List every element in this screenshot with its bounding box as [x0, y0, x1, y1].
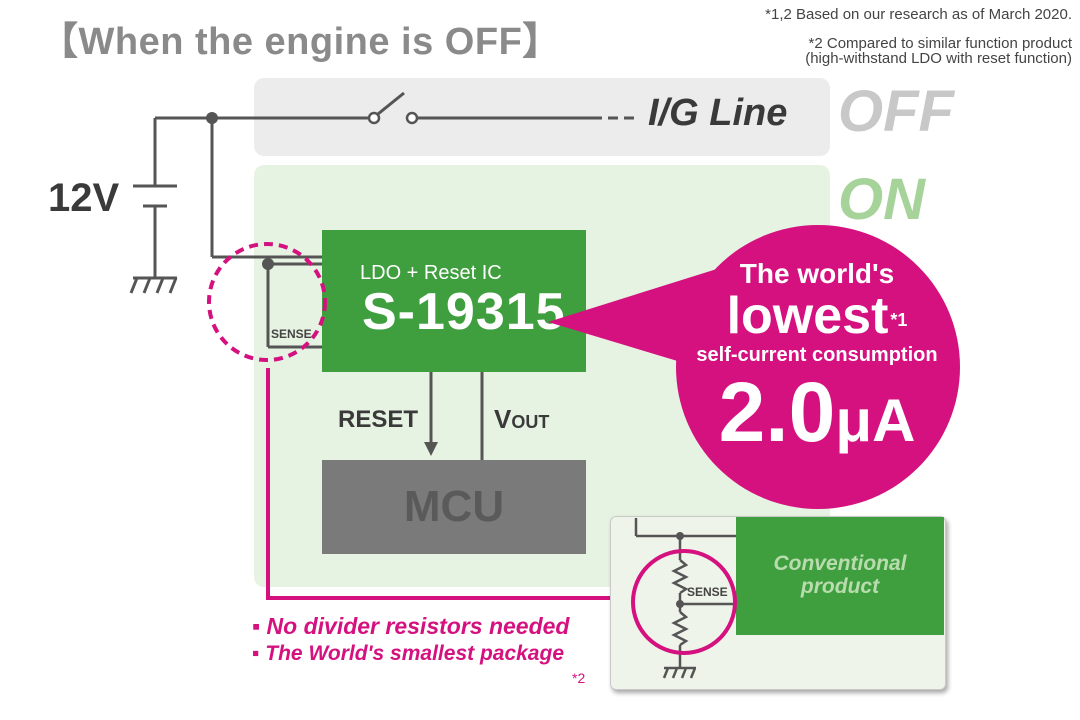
off-state-label: OFF — [838, 79, 954, 144]
speech-bubble — [676, 225, 960, 509]
conventional-sense-label: SENSE — [687, 585, 728, 599]
conventional-label-line-1: Conventional — [773, 552, 907, 575]
mcu-block — [322, 460, 586, 554]
footnote-line-2: *2 Compared to similar function product — [808, 35, 1072, 52]
feature-item-no-divider: ▪ No divider resistors needed — [252, 613, 570, 639]
sense-lead-line — [266, 368, 632, 600]
bubble-line-2: lowest*1 — [672, 290, 962, 342]
vout-main: V — [494, 404, 512, 434]
reset-signal-label: RESET — [338, 406, 419, 433]
vout-subscript: OUT — [511, 412, 550, 432]
bubble-unit: μA — [835, 387, 916, 454]
page-title: 【When the engine is OFF】 — [40, 21, 561, 63]
bubble-lowest: lowest — [726, 287, 889, 345]
footnote-block: *2 Compared to similar function product … — [805, 36, 1072, 66]
conventional-label-line-2: product — [800, 575, 880, 598]
ic-subtitle: LDO + Reset IC — [360, 262, 502, 284]
on-state-label: ON — [838, 167, 925, 232]
footnote-line-1: *1,2 Based on our research as of March 2… — [765, 6, 1072, 23]
ig-line-label: I/G Line — [648, 92, 788, 134]
bubble-content: The world's lowest*1 self-current consum… — [672, 258, 962, 465]
feature-item-smallest-package: ▪ The World's smallest package — [252, 642, 564, 665]
conventional-product-label: Conventional product — [738, 552, 942, 598]
bubble-footnote-mark: *1 — [890, 310, 908, 330]
conventional-sense-circle — [631, 549, 737, 655]
bubble-value: 2.0μA — [672, 368, 962, 465]
conventional-product-block — [736, 517, 944, 635]
ic-part-number: S-19315 — [362, 283, 566, 341]
feature-footnote-mark: *2 — [572, 670, 586, 686]
footnote-line-3: (high-withstand LDO with reset function) — [805, 50, 1072, 67]
mcu-label: MCU — [403, 482, 505, 531]
bubble-number: 2.0 — [718, 365, 836, 459]
bubble-line-3: self-current consumption — [696, 344, 938, 366]
bubble-line-1: The world's — [739, 258, 895, 289]
battery-voltage-label: 12V — [48, 176, 120, 220]
vout-signal-label: VOUT — [494, 404, 549, 435]
sense-pin-label: SENSE — [271, 327, 312, 341]
sense-highlight-circle — [207, 242, 327, 362]
ldo-reset-ic-block — [322, 230, 586, 372]
